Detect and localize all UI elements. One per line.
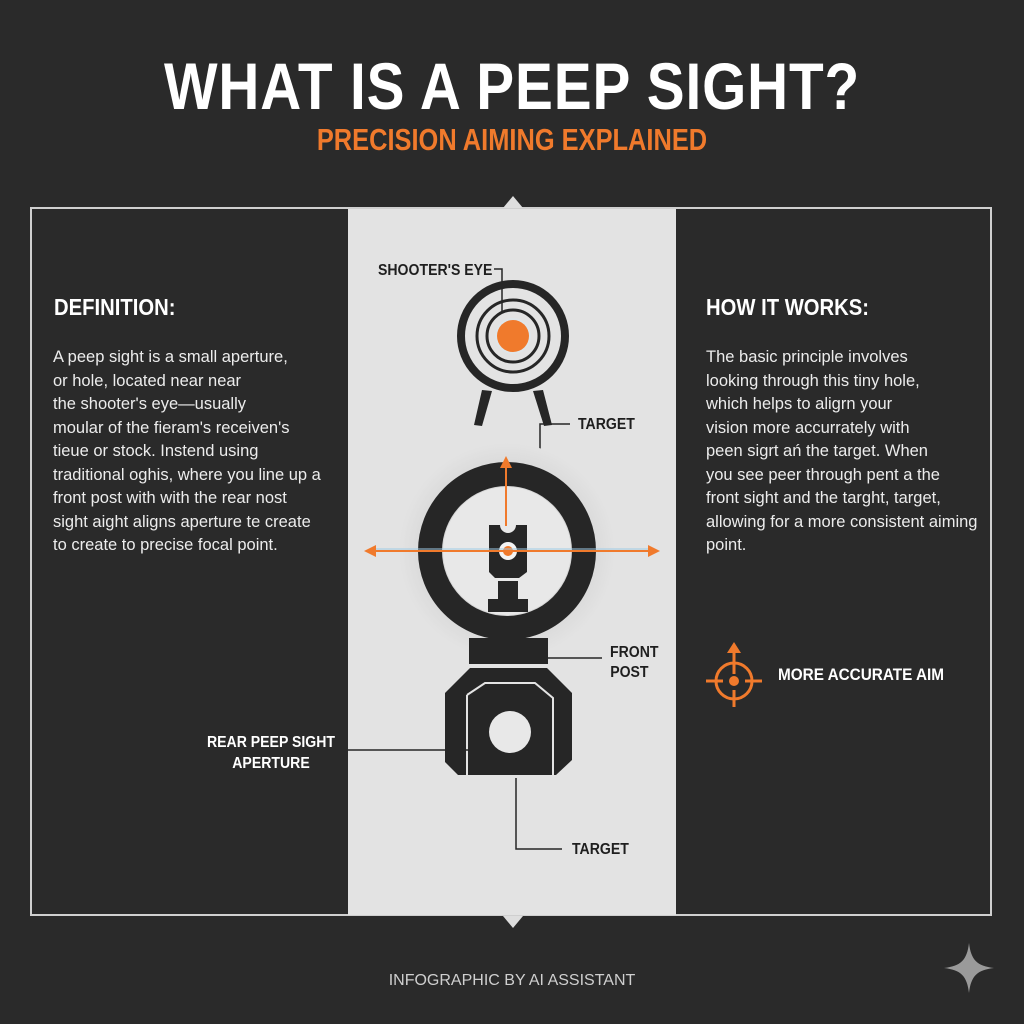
label-rear-peep-sight: REAR PEEP SIGHT APERTURE bbox=[205, 732, 337, 774]
frame-notch-bottom bbox=[503, 916, 523, 928]
alignment-arrows bbox=[364, 456, 660, 557]
label-shooters-eye: SHOOTER'S EYE bbox=[378, 262, 493, 279]
label-front-post: FRONT POST bbox=[610, 643, 659, 683]
benefit-label: MORE ACCURATE AIM bbox=[778, 665, 945, 684]
definition-heading: DEFINITION: bbox=[54, 294, 176, 320]
definition-text: A peep sight is a small aperture, or hol… bbox=[53, 348, 321, 554]
how-it-works-heading: HOW IT WORKS: bbox=[706, 294, 870, 320]
footer-credit: INFOGRAPHIC BY AI ASSISTANT bbox=[388, 972, 636, 989]
sparkle-icon bbox=[944, 943, 994, 993]
page-subtitle: PRECISION AIMING EXPLAINED bbox=[316, 122, 708, 157]
label-front-post-line2: POST bbox=[610, 664, 649, 681]
frame-notch-top bbox=[503, 196, 523, 208]
target-icon bbox=[457, 280, 569, 426]
benefit-item: MORE ACCURATE AIM bbox=[706, 640, 962, 710]
label-rear-peep-line2: APERTURE bbox=[232, 755, 310, 772]
label-front-post-line1: FRONT bbox=[610, 644, 659, 661]
rear-peep-sight bbox=[445, 638, 572, 778]
label-target-top: TARGET bbox=[578, 416, 635, 433]
crosshair-arrow-icon bbox=[706, 642, 762, 707]
label-rear-peep-line1: REAR PEEP SIGHT bbox=[206, 734, 336, 751]
page-title: WHAT IS A PEEP SIGHT? bbox=[163, 49, 861, 123]
content-frame bbox=[30, 207, 992, 916]
label-target-bottom: TARGET bbox=[572, 841, 629, 858]
how-it-works-text: The basic principle involves looking thr… bbox=[706, 348, 978, 554]
